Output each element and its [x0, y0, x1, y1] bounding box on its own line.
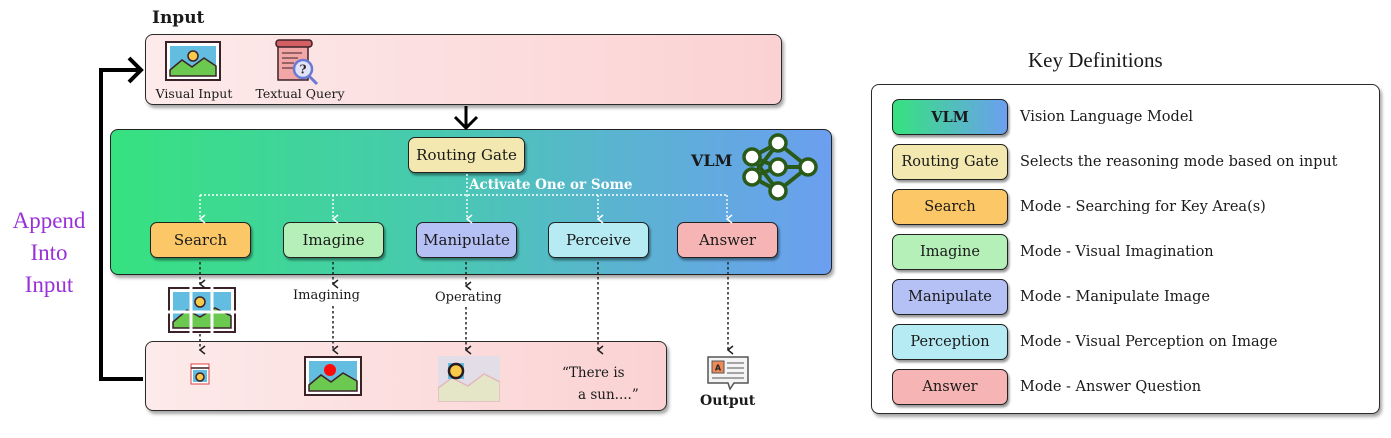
- key-chip-imagine: Imagine: [892, 234, 1008, 270]
- key-desc-search: Mode - Searching for Key Area(s): [1020, 199, 1266, 215]
- answer-document-icon: A: [707, 356, 749, 391]
- input-box: [145, 34, 782, 105]
- key-desc-answer: Mode - Answer Question: [1020, 379, 1202, 395]
- neural-network-icon: [742, 133, 818, 201]
- svg-text:A: A: [715, 364, 722, 373]
- key-chip-routing-gate: Routing Gate: [892, 144, 1008, 180]
- textual-query-label: Textual Query: [255, 86, 345, 101]
- svg-text:?: ?: [299, 63, 306, 77]
- perception-quote-line2: a sun....”: [578, 387, 639, 403]
- key-definitions-title: Key Definitions: [1028, 48, 1163, 72]
- routing-gate-node: Routing Gate: [408, 137, 525, 173]
- result-box: [145, 341, 667, 411]
- image-grid-crop-icon: [167, 286, 237, 334]
- visual-input-label: Visual Input: [155, 86, 233, 101]
- key-desc-routing-gate: Selects the reasoning mode based on inpu…: [1020, 154, 1338, 170]
- key-row-perception: Perception Mode - Visual Perception on I…: [892, 324, 1278, 360]
- mode-imagine-node: Imagine: [283, 222, 384, 258]
- activate-label: Activate One or Some: [469, 177, 633, 193]
- key-row-search: Search Mode - Searching for Key Area(s): [892, 189, 1266, 225]
- operating-label: Operating: [435, 290, 502, 305]
- key-chip-vlm: VLM: [892, 99, 1008, 135]
- mode-search-node: Search: [150, 222, 251, 258]
- key-chip-manipulate: Manipulate: [892, 279, 1008, 315]
- key-chip-search: Search: [892, 189, 1008, 225]
- key-row-manipulate: Manipulate Mode - Manipulate Image: [892, 279, 1210, 315]
- key-row-answer: Answer Mode - Answer Question: [892, 369, 1201, 405]
- key-desc-imagine: Mode - Visual Imagination: [1020, 244, 1214, 260]
- append-line2: Into: [30, 240, 68, 265]
- landscape-image-icon: [165, 41, 221, 81]
- append-into-input-label: Append Into Input: [0, 205, 98, 301]
- perception-quote-line1: “There is: [562, 365, 625, 381]
- imagined-image-icon: [304, 356, 362, 396]
- mode-perceive-node: Perceive: [548, 222, 649, 258]
- input-title: Input: [152, 8, 205, 28]
- output-label: Output: [700, 393, 756, 409]
- key-desc-manipulate: Mode - Manipulate Image: [1020, 289, 1210, 305]
- imagining-label: Imagining: [293, 288, 360, 303]
- input-to-vlm-arrow: [453, 106, 479, 131]
- key-definitions-panel: VLM Vision Language Model Routing Gate S…: [871, 84, 1380, 414]
- key-desc-vlm: Vision Language Model: [1020, 109, 1194, 125]
- key-row-vlm: VLM Vision Language Model: [892, 99, 1193, 135]
- mode-manipulate-node: Manipulate: [416, 222, 517, 258]
- key-row-imagine: Imagine Mode - Visual Imagination: [892, 234, 1214, 270]
- mode-output-connectors: [198, 262, 734, 355]
- cropped-region-icon: [190, 363, 210, 385]
- scroll-magnifier-icon: ?: [275, 39, 319, 86]
- append-line1: Append: [12, 208, 86, 233]
- key-desc-perception: Mode - Visual Perception on Image: [1020, 334, 1278, 350]
- mode-answer-node: Answer: [677, 222, 778, 258]
- key-row-routing-gate: Routing Gate Selects the reasoning mode …: [892, 144, 1338, 180]
- append-line3: Input: [24, 272, 74, 297]
- vlm-label: VLM: [691, 151, 733, 170]
- manipulated-image-icon: [438, 356, 500, 402]
- key-chip-answer: Answer: [892, 369, 1008, 405]
- key-chip-perception: Perception: [892, 324, 1008, 360]
